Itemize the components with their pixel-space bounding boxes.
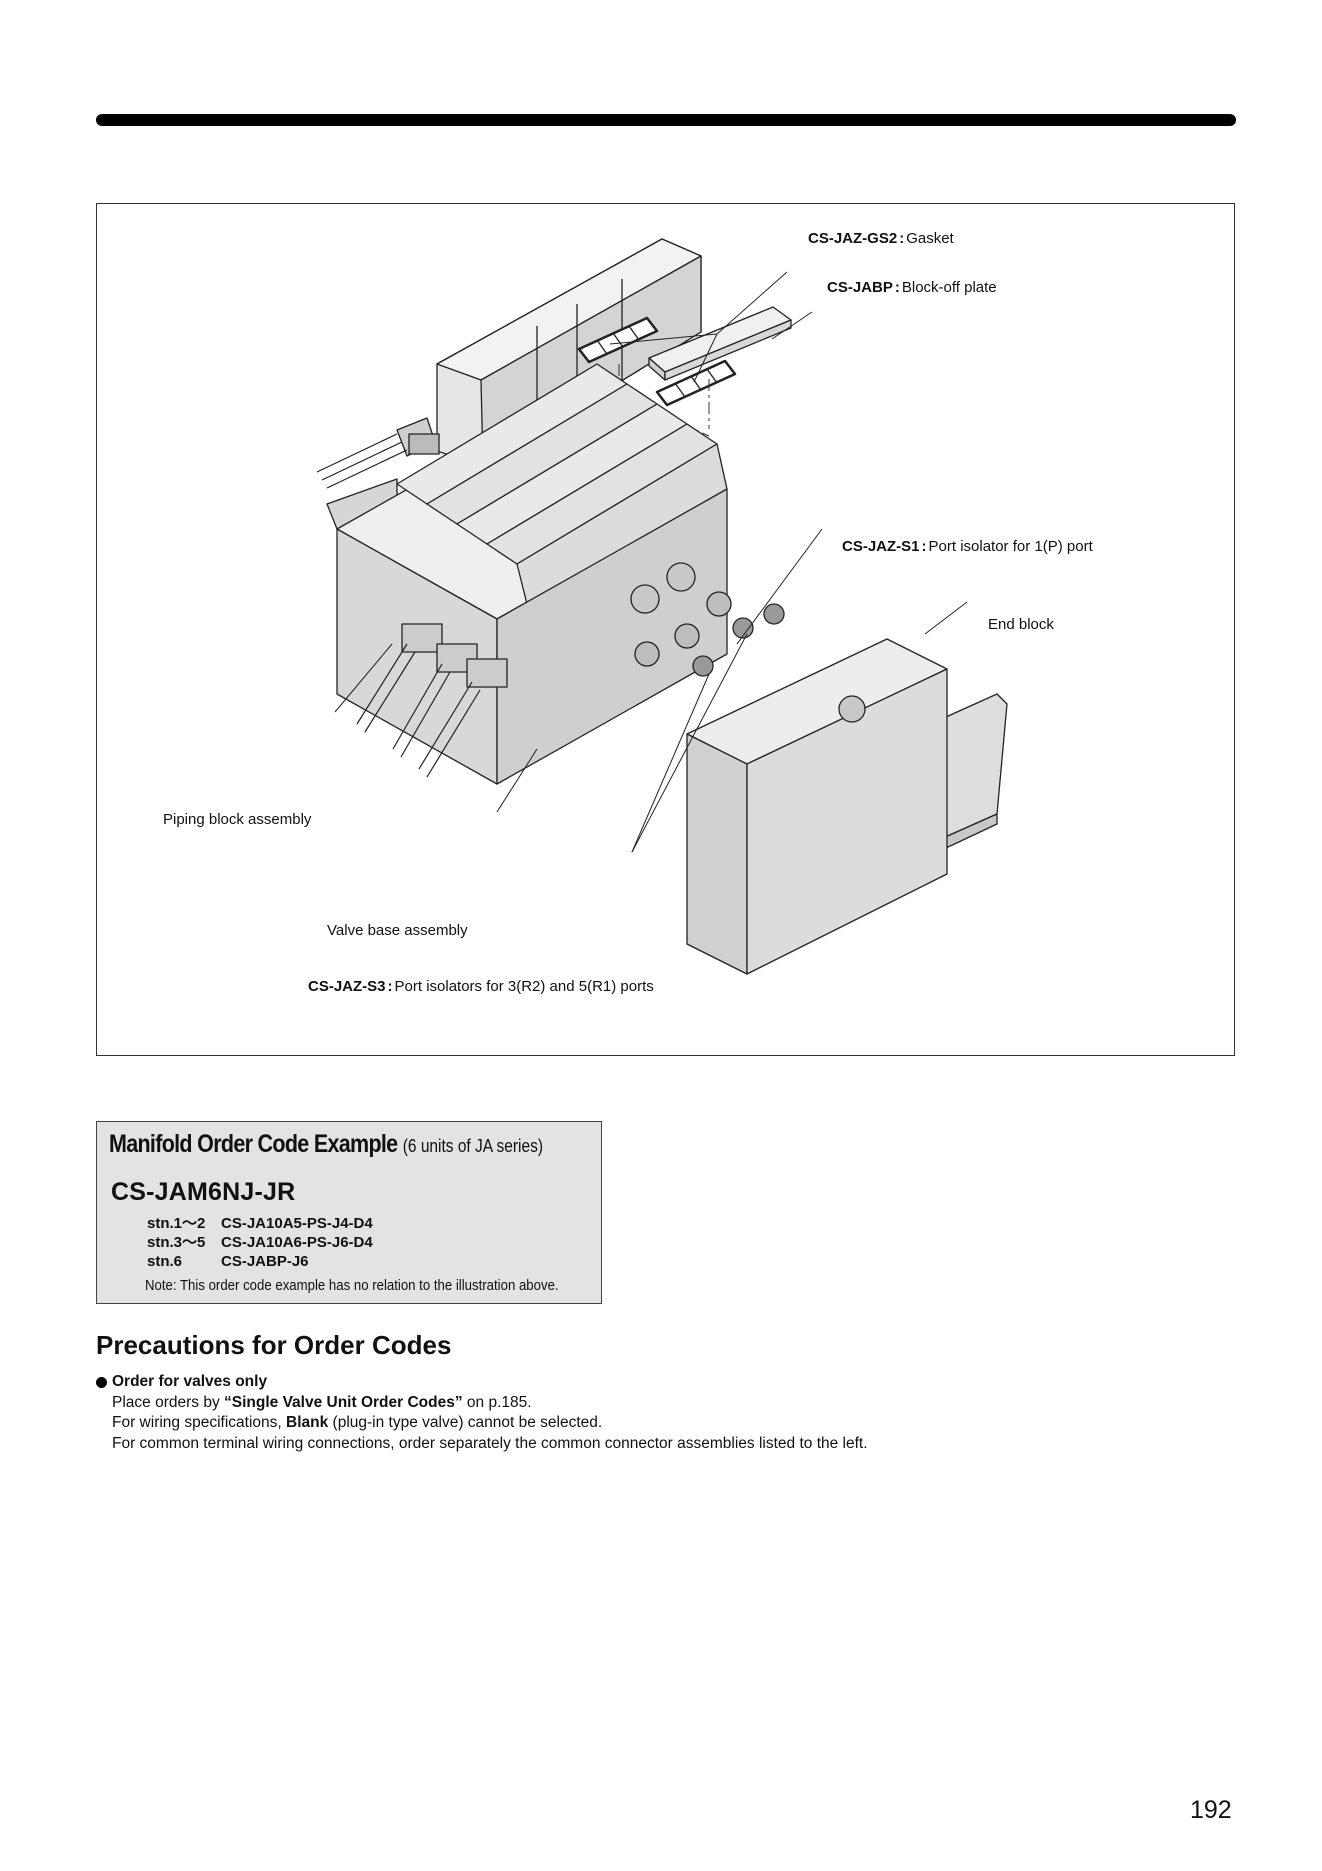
line1-bold: “Single Valve Unit Order Codes” xyxy=(224,1393,463,1411)
callout-port-isolator-1p-code: CS-JAZ-S1 xyxy=(842,538,920,555)
precautions-heading-text: Order for valves only xyxy=(112,1373,268,1390)
callout-port-isolators-3-5-code: CS-JAZ-S3 xyxy=(308,978,386,995)
precautions-title: Precautions for Order Codes xyxy=(96,1330,452,1360)
precautions-heading: Order for valves only xyxy=(96,1372,868,1393)
precautions-line-1: Place orders by “Single Valve Unit Order… xyxy=(96,1393,868,1414)
order-example-note: Note: This order code example has no rel… xyxy=(145,1277,559,1294)
station-code: CS-JABP-J6 xyxy=(221,1253,309,1270)
precautions-line-2: For wiring specifications, Blank (plug-i… xyxy=(96,1413,868,1434)
callout-port-isolator-1p-desc: Port isolator for 1(P) port xyxy=(928,538,1093,555)
callout-block-off-plate-code: CS-JABP xyxy=(827,279,893,296)
callout-port-isolators-3-5-desc: Port isolators for 3(R2) and 5(R1) ports xyxy=(394,978,654,995)
precautions-line-3: For common terminal wiring connections, … xyxy=(112,1434,868,1452)
callout-valve-base-desc: Valve base assembly xyxy=(327,922,468,939)
station-number: stn.1～2 xyxy=(147,1215,206,1232)
callout-port-isolator-1p: CS-JAZ-S1:Port isolator for 1(P) port xyxy=(842,539,1093,554)
bullet-icon xyxy=(96,1376,107,1388)
callout-valve-base: Valve base assembly xyxy=(327,923,468,938)
station-list: stn.1～2 CS-JA10A5-PS-J4-D4 stn.3～5 CS-JA10… xyxy=(147,1214,373,1271)
callout-port-isolators-3-5-sep: : xyxy=(387,978,393,995)
manifold-exploded-diagram: CS-JAZ-GS2:Gasket CS-JABP:Block-off plat… xyxy=(96,203,1235,1056)
callout-end-block-desc: End block xyxy=(988,616,1054,633)
callout-block-off-plate-desc: Block-off plate xyxy=(901,279,997,296)
callout-block-off-plate-sep: : xyxy=(894,279,900,296)
callout-port-isolator-1p-sep: : xyxy=(921,538,927,555)
callout-gasket-sep: : xyxy=(899,230,905,247)
line2-pre: For wiring specifications, xyxy=(112,1414,287,1431)
manifold-illustration xyxy=(316,238,1008,975)
station-code: CS-JA10A5-PS-J4-D4 xyxy=(221,1215,373,1232)
line1-post: on p.185. xyxy=(462,1393,532,1411)
header-rule xyxy=(96,114,1236,126)
manifold-order-example-box: Manifold Order Code Example (6 units of … xyxy=(96,1121,602,1304)
line2-bold: Blank xyxy=(286,1414,329,1431)
line2-post: (plug-in type valve) cannot be selected. xyxy=(328,1414,603,1431)
station-row: stn.1～2 CS-JA10A5-PS-J4-D4 xyxy=(147,1214,373,1233)
precautions-body: Order for valves only Place orders by “S… xyxy=(96,1372,868,1454)
station-number: stn.6 xyxy=(147,1253,183,1270)
callout-gasket: CS-JAZ-GS2:Gasket xyxy=(808,231,954,246)
line1-pre: Place orders by xyxy=(112,1393,224,1411)
station-row: stn.3～5 CS-JA10A6-PS-J6-D4 xyxy=(147,1233,373,1252)
order-example-subtitle: (6 units of JA series) xyxy=(402,1136,544,1156)
station-code: CS-JA10A6-PS-J6-D4 xyxy=(221,1234,373,1251)
order-example-title-text: Manifold Order Code Example xyxy=(109,1130,398,1158)
callout-end-block: End block xyxy=(988,617,1054,632)
callout-port-isolators-3-5: CS-JAZ-S3:Port isolators for 3(R2) and 5… xyxy=(308,979,654,994)
callout-gasket-desc: Gasket xyxy=(906,230,954,247)
station-number: stn.3～5 xyxy=(147,1234,206,1251)
callout-piping-block: Piping block assembly xyxy=(163,812,311,827)
page-number: 192 xyxy=(1190,1796,1232,1824)
order-example-title: Manifold Order Code Example (6 units of … xyxy=(109,1130,543,1159)
callout-block-off-plate: CS-JABP:Block-off plate xyxy=(827,280,997,295)
station-row: stn.6 CS-JABP-J6 xyxy=(147,1252,373,1271)
callout-gasket-code: CS-JAZ-GS2 xyxy=(808,230,898,247)
callout-piping-block-desc: Piping block assembly xyxy=(163,811,312,828)
order-example-code: CS-JAM6NJ-JR xyxy=(111,1178,296,1206)
